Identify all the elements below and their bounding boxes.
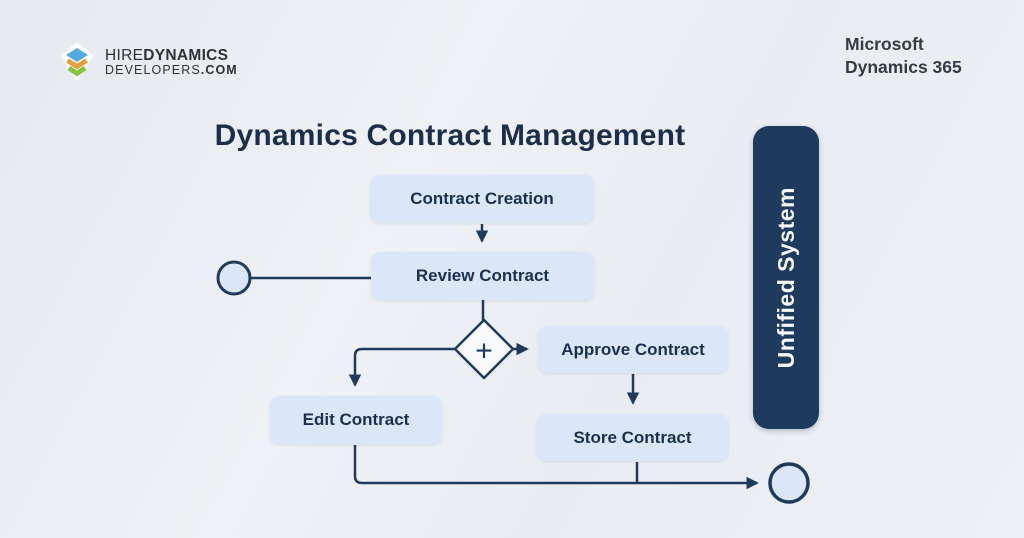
unified-system-panel: Unfified System [753, 126, 819, 429]
connector-edit-to-end [353, 445, 759, 490]
start-event-circle [216, 260, 252, 296]
node-approve-contract-label: Approve Contract [561, 339, 705, 359]
logo-word-developers: DEVELOPERS [105, 62, 201, 77]
logo-word-com: .COM [200, 62, 238, 77]
node-contract-creation-label: Contract Creation [410, 189, 554, 208]
logo-text: HIREDYNAMICS DEVELOPERS.COM [105, 47, 238, 78]
node-contract-creation: Contract Creation [370, 175, 594, 223]
gateway-plus-icon: + [475, 335, 493, 368]
page-title: Dynamics Contract Management [214, 119, 686, 152]
logo: HIREDYNAMICS DEVELOPERS.COM [57, 40, 238, 84]
node-store-contract: Store Contract [537, 414, 728, 461]
brand-label: Microsoft Dynamics 365 [845, 33, 962, 79]
node-review-contract-label: Review Contract [415, 266, 550, 285]
brand-line1: Microsoft [845, 34, 924, 54]
logo-diamond-icon [60, 42, 94, 82]
unified-system-label: Unfified System [772, 186, 799, 369]
logo-word-dynamics: DYNAMICS [143, 46, 229, 64]
gateway-diamond [453, 318, 515, 380]
logo-word-hire: HIRE [105, 46, 144, 64]
node-edit-contract: Edit Contract [270, 396, 442, 444]
node-approve-contract: Approve Contract [538, 326, 728, 373]
brand-line2: Dynamics 365 [845, 56, 962, 77]
node-review-contract: Review Contract [371, 252, 594, 300]
connector-gateway-to-edit [348, 347, 455, 387]
node-edit-contract-label: Edit Contract [302, 410, 410, 429]
end-event-circle [768, 462, 810, 504]
node-store-contract-label: Store Contract [573, 427, 692, 447]
